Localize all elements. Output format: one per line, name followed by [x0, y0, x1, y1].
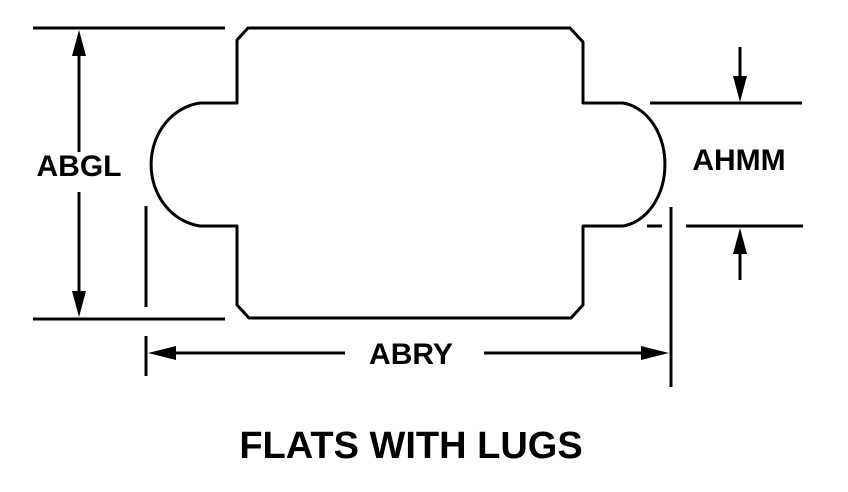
caption: FLATS WITH LUGS [239, 425, 582, 467]
length-dimension: ABRY [148, 338, 669, 371]
height-label: ABGL [37, 150, 122, 183]
height-arrow-up-icon [72, 30, 86, 56]
length-label: ABRY [369, 338, 453, 371]
part-outline [149, 26, 667, 320]
lug-arrow-up-icon [733, 228, 747, 254]
height-arrow-down-icon [72, 291, 86, 317]
length-arrow-left-icon [148, 346, 176, 360]
lug-label: AHMM [692, 144, 785, 177]
lug-dimension: AHMM [650, 47, 803, 280]
height-dimension: ABGL [33, 26, 225, 321]
lug-arrow-down-icon [733, 76, 747, 102]
length-arrow-right-icon [641, 346, 669, 360]
